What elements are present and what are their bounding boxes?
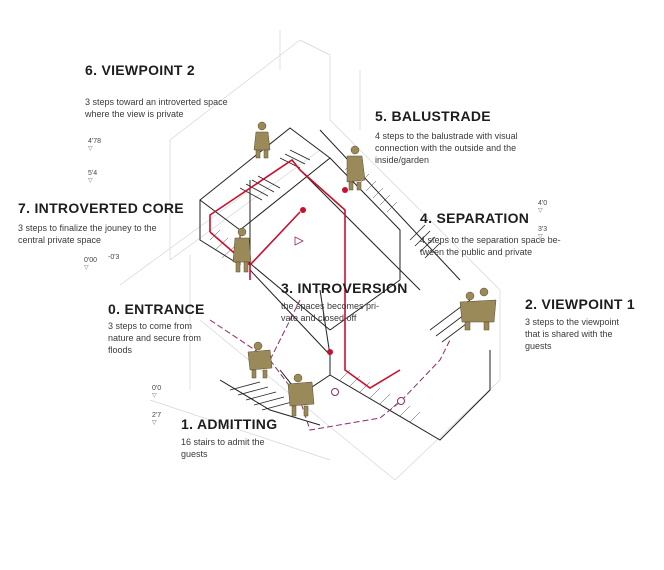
- circulation-path: [209, 158, 401, 389]
- guest-route: [209, 299, 451, 431]
- direction-arrow-icon: [294, 236, 304, 246]
- level-value: -0'3: [108, 254, 120, 261]
- figure-admitting: [287, 373, 315, 417]
- level-mark: -0'3: [108, 254, 119, 261]
- level-triangle-icon: ▽: [152, 393, 157, 399]
- level-mark: 3'3▽: [538, 226, 547, 240]
- level-mark: 0'00▽: [84, 257, 97, 271]
- figure-viewpoint-1: [459, 287, 497, 331]
- step-title-viewpoint-2: 6. VIEWPOINT 2: [85, 62, 195, 78]
- stair-treads: [229, 149, 483, 411]
- level-triangle-icon: ▽: [88, 146, 93, 152]
- level-triangle-icon: ▽: [84, 265, 89, 271]
- level-mark: 0'0▽: [152, 385, 161, 399]
- step-title-introversion: 3. INTROVERSION: [281, 280, 408, 296]
- level-mark: 4'78▽: [88, 138, 101, 152]
- level-value: 5'4: [88, 170, 98, 177]
- level-mark: 4'0▽: [538, 200, 547, 214]
- level-triangle-icon: ▽: [538, 234, 543, 240]
- level-triangle-icon: ▽: [538, 208, 543, 214]
- level-triangle-icon: ▽: [152, 420, 157, 426]
- step-title-viewpoint-1: 2. VIEWPOINT 1: [525, 296, 635, 312]
- level-value: 4'0: [538, 200, 548, 207]
- construction-lines: [119, 30, 501, 481]
- step-title-entrance: 0. ENTRANCE: [108, 301, 205, 317]
- figure-entrance: [247, 341, 273, 379]
- level-value: 2'7: [152, 412, 162, 419]
- path-nodes: [300, 187, 348, 355]
- level-mark: 5'4▽: [88, 170, 97, 184]
- figure-viewpoint-2: [253, 121, 271, 159]
- step-desc-introversion: the spaces becomes pri-vate and closed o…: [281, 301, 380, 323]
- level-value: 0'0: [152, 385, 162, 392]
- route-nodes: [331, 388, 405, 405]
- step-desc-separation: 4 steps to the separation space be-tween…: [420, 235, 561, 257]
- step-title-admitting: 1. ADMITTING: [181, 416, 278, 432]
- level-value: 3'3: [538, 226, 548, 233]
- level-value: 4'78: [88, 138, 102, 145]
- step-title-introverted-core: 7. INTROVERTED CORE: [18, 200, 184, 216]
- level-mark: 2'7▽: [152, 412, 161, 426]
- figure-balustrade: [346, 145, 366, 191]
- level-value: 0'00: [84, 257, 98, 264]
- figure-introverted-core: [232, 227, 252, 273]
- step-title-separation: 4. SEPARATION: [420, 210, 530, 226]
- level-triangle-icon: ▽: [88, 178, 93, 184]
- step-title-balustrade: 5. BALUSTRADE: [375, 108, 491, 124]
